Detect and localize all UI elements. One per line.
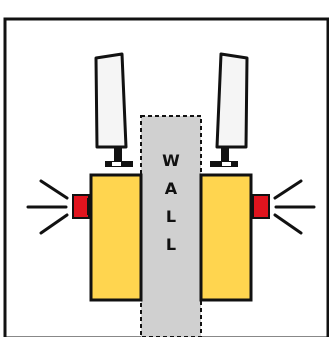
device-body <box>89 173 143 302</box>
antenna-icon <box>215 52 249 149</box>
antenna-base-cutout <box>112 162 121 166</box>
wall-letter: L <box>166 207 176 226</box>
right-device <box>199 52 316 302</box>
wall-letter: A <box>165 179 178 198</box>
wall-label: W A L L <box>162 151 180 254</box>
antenna-mount <box>114 148 122 162</box>
antenna-mount <box>221 148 229 162</box>
light-rays-icon <box>273 179 316 235</box>
device-body <box>199 173 253 302</box>
antenna-base-cutout <box>222 162 231 166</box>
antenna-icon <box>94 52 128 149</box>
light-connector <box>87 198 92 215</box>
signal-light-icon <box>72 194 90 219</box>
light-rays-icon <box>26 179 69 235</box>
wall <box>140 115 202 337</box>
signal-light-icon <box>252 194 270 219</box>
wall-letter: L <box>166 235 176 254</box>
left-device <box>26 52 143 302</box>
wall-letter: W <box>162 151 180 170</box>
